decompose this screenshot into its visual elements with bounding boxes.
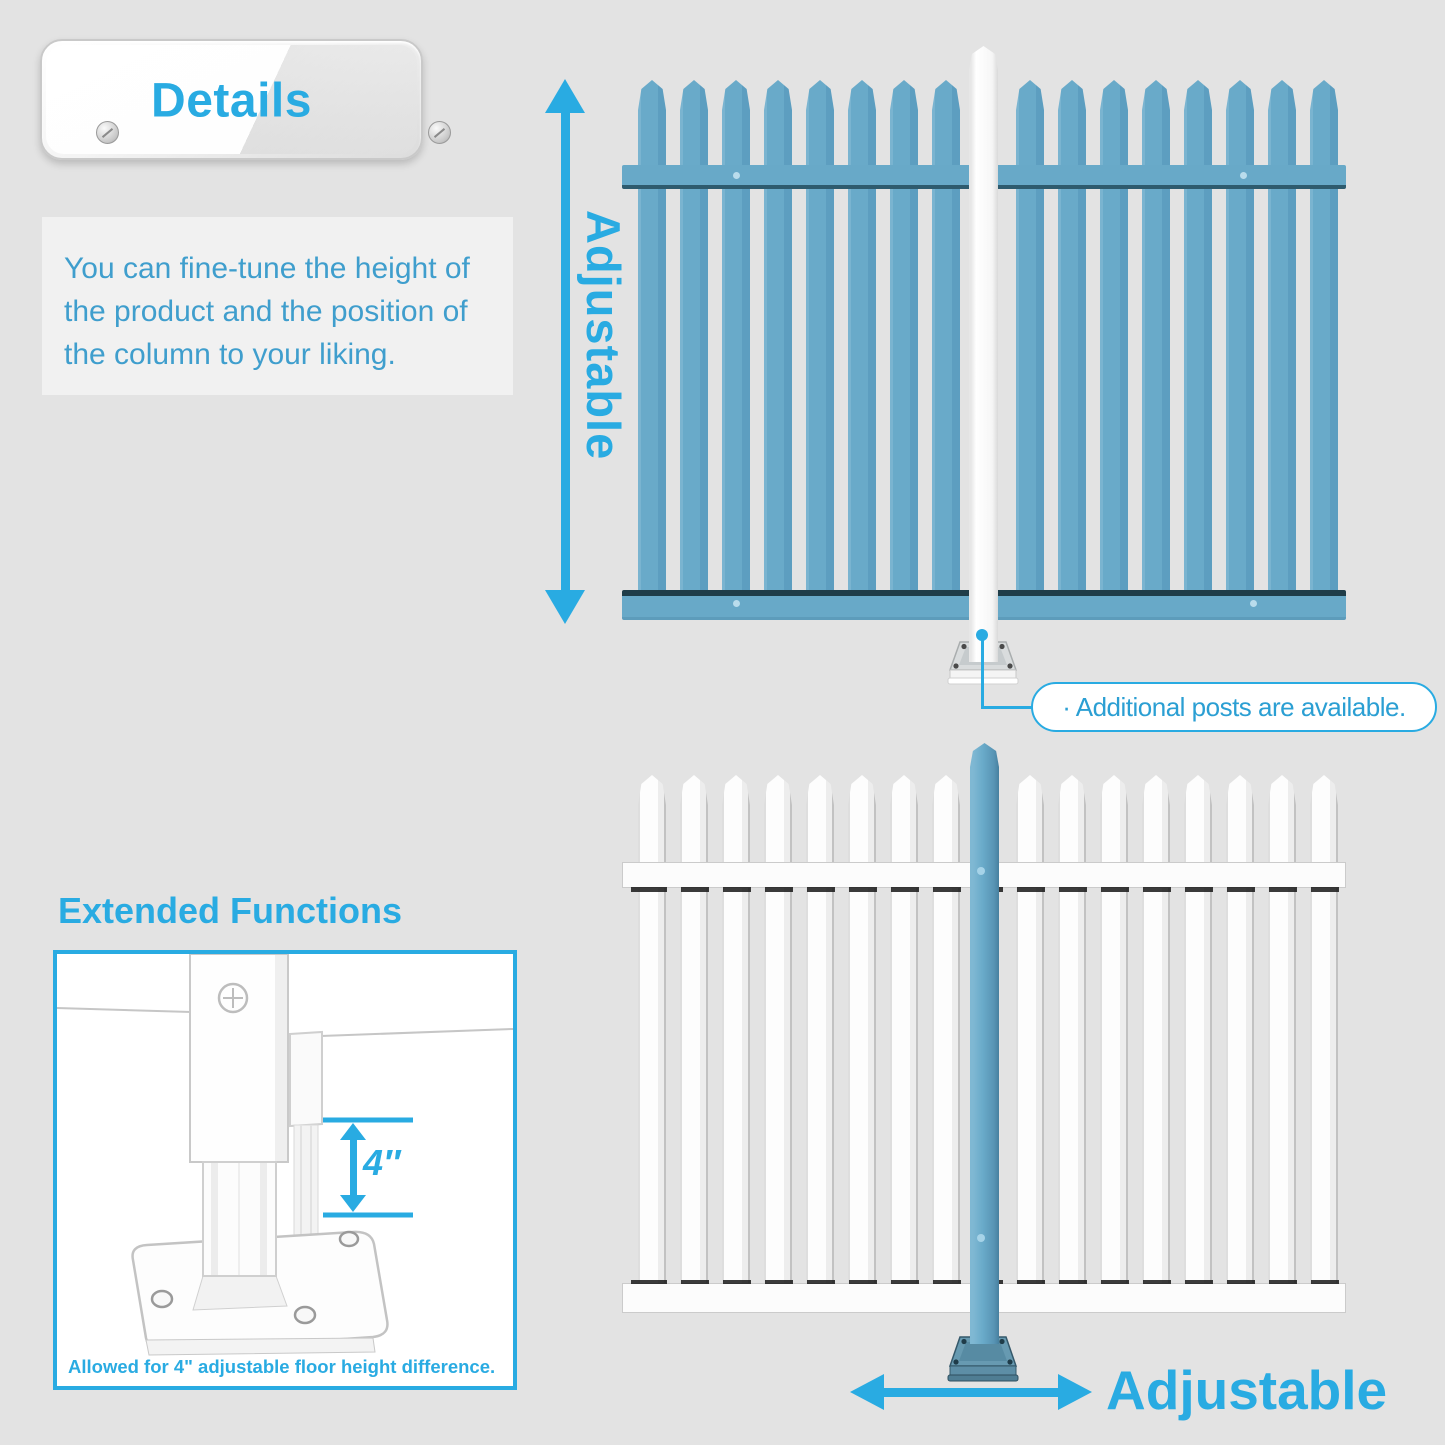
fence-picket xyxy=(1100,80,1128,600)
fence-picket xyxy=(806,775,834,1290)
vertical-arrow-shaft xyxy=(561,108,570,604)
fence-picket xyxy=(848,775,876,1290)
arrow-down-icon xyxy=(545,590,585,624)
fence-picket xyxy=(1310,775,1338,1290)
extended-functions-title: Extended Functions xyxy=(58,890,403,931)
screw-icon xyxy=(96,121,119,144)
fence-picket xyxy=(932,775,960,1290)
measurement-label: 4″ xyxy=(363,1142,401,1183)
center-post-blue xyxy=(970,743,999,1344)
details-plaque: Details xyxy=(40,39,451,160)
fence-picket xyxy=(1058,775,1086,1290)
fence-picket xyxy=(1142,80,1170,600)
fence-picket xyxy=(638,775,666,1290)
description-line: the product and the position of xyxy=(64,295,468,328)
fence-picket xyxy=(1184,80,1212,600)
arrow-left-icon xyxy=(850,1374,884,1410)
fence-picket xyxy=(1226,775,1254,1290)
fence-picket xyxy=(932,80,960,600)
fence-picket xyxy=(806,80,834,600)
adjustable-vertical-label: Adjustable xyxy=(577,210,630,461)
description-box: You can fine-tune the height of the prod… xyxy=(42,217,513,395)
fence-picket xyxy=(680,80,708,600)
fence-panel-white xyxy=(622,745,1346,1315)
callout-anchor-dot xyxy=(976,629,988,641)
fence-picket xyxy=(1100,775,1128,1290)
fence-picket xyxy=(680,775,708,1290)
horizontal-arrow-shaft xyxy=(882,1388,1060,1397)
fence-picket xyxy=(890,775,918,1290)
fence-picket xyxy=(1016,80,1044,600)
fence-picket xyxy=(764,775,792,1290)
fence-picket xyxy=(1058,80,1086,600)
screw-icon xyxy=(428,121,451,144)
adjustable-horizontal-label: Adjustable xyxy=(1106,1359,1388,1421)
fence-picket xyxy=(1268,775,1296,1290)
fence-picket xyxy=(1226,80,1254,600)
fence-picket xyxy=(722,80,750,600)
fence-picket xyxy=(1268,80,1296,600)
rail-screw-icon xyxy=(1250,600,1257,607)
callout-connector-line xyxy=(981,706,1033,709)
arrow-right-icon xyxy=(1058,1374,1092,1410)
fence-picket xyxy=(1184,775,1212,1290)
post-base-plate xyxy=(947,1336,1019,1382)
fence-picket xyxy=(1016,775,1044,1290)
center-post-white xyxy=(969,46,998,662)
details-title: Details xyxy=(151,74,312,128)
additional-posts-callout: · Additional posts are available. xyxy=(1031,682,1437,732)
fence-picket xyxy=(638,80,666,600)
fence-picket xyxy=(848,80,876,600)
post-screw-icon xyxy=(977,1234,985,1242)
fence-picket xyxy=(890,80,918,600)
description-line: You can fine-tune the height of xyxy=(64,252,470,285)
callout-connector-line xyxy=(981,639,984,709)
arrow-up-icon xyxy=(545,79,585,113)
fence-picket xyxy=(722,775,750,1290)
fence-picket xyxy=(1142,775,1170,1290)
description-line: the column to your liking. xyxy=(64,338,396,371)
rail-screw-icon xyxy=(1240,172,1247,179)
telescoping-post-illustration xyxy=(57,954,513,1356)
fence-picket xyxy=(1310,80,1338,600)
extended-functions-box: 4″ Allowed for 4" adjustable floor heigh… xyxy=(53,950,517,1390)
rail-screw-icon xyxy=(733,172,740,179)
post-screw-icon xyxy=(977,867,985,875)
fence-picket xyxy=(764,80,792,600)
extended-functions-caption: Allowed for 4" adjustable floor height d… xyxy=(68,1356,496,1377)
rail-screw-icon xyxy=(733,600,740,607)
